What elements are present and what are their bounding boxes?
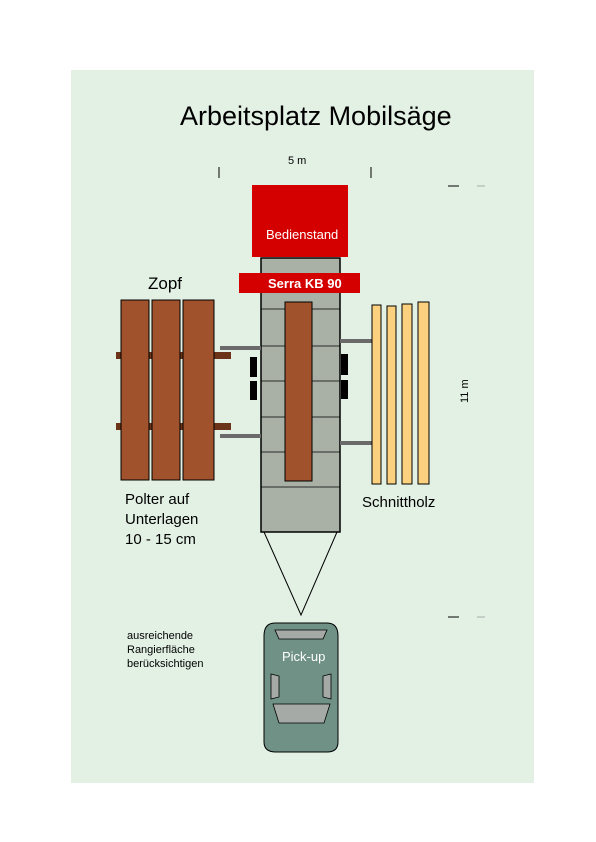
lumber-board <box>417 301 430 485</box>
pickup-side-window-left <box>270 673 280 700</box>
log-on-saw <box>284 301 313 482</box>
log-pile-caption-line: Unterlagen <box>125 511 198 528</box>
lumber-board <box>386 305 397 485</box>
right-outrigger <box>340 441 372 445</box>
lumber-board <box>371 304 382 485</box>
saw-label-bar <box>239 273 360 293</box>
lumber-label: Schnittholz <box>362 494 435 511</box>
pickup-rear-window <box>272 703 331 724</box>
left-clamp <box>250 381 257 400</box>
right-clamp <box>341 380 348 399</box>
right-outrigger <box>340 339 372 343</box>
log-pile-caption: Polter auf Unterlagen 10 - 15 cm <box>125 491 203 548</box>
maneuvering-note-line: ausreichende <box>127 630 193 642</box>
pickup-side-window-right <box>322 673 332 700</box>
pickup-windshield <box>274 629 328 640</box>
log <box>151 299 181 481</box>
maneuvering-note-line: Rangierfläche <box>127 644 195 656</box>
log-pile-caption-line: Polter auf <box>125 491 190 508</box>
length-dimension-label: 11 m <box>459 379 471 403</box>
width-dimension-label: 5 m <box>288 155 306 167</box>
lumber-board <box>401 303 413 485</box>
log-pile-caption-line: 10 - 15 cm <box>125 531 196 548</box>
left-outrigger <box>220 434 261 438</box>
left-outrigger <box>220 346 261 350</box>
maneuvering-note: ausreichende Rangierfläche berücksichtig… <box>127 630 203 670</box>
pickup-label: Pick-up <box>282 649 325 664</box>
right-clamp <box>341 354 348 375</box>
operator-stand-label: Bedienstand <box>266 227 338 242</box>
saw-label: Serra KB 90 <box>268 276 342 291</box>
log <box>120 299 150 481</box>
left-clamp <box>250 357 257 377</box>
tow-bar <box>263 531 338 617</box>
log <box>182 299 215 481</box>
log-pile-top-label: Zopf <box>148 274 182 293</box>
maneuvering-note-line: berücksichtigen <box>127 658 203 670</box>
page-title: Arbeitsplatz Mobilsäge <box>180 101 452 131</box>
operator-stand <box>252 185 348 257</box>
